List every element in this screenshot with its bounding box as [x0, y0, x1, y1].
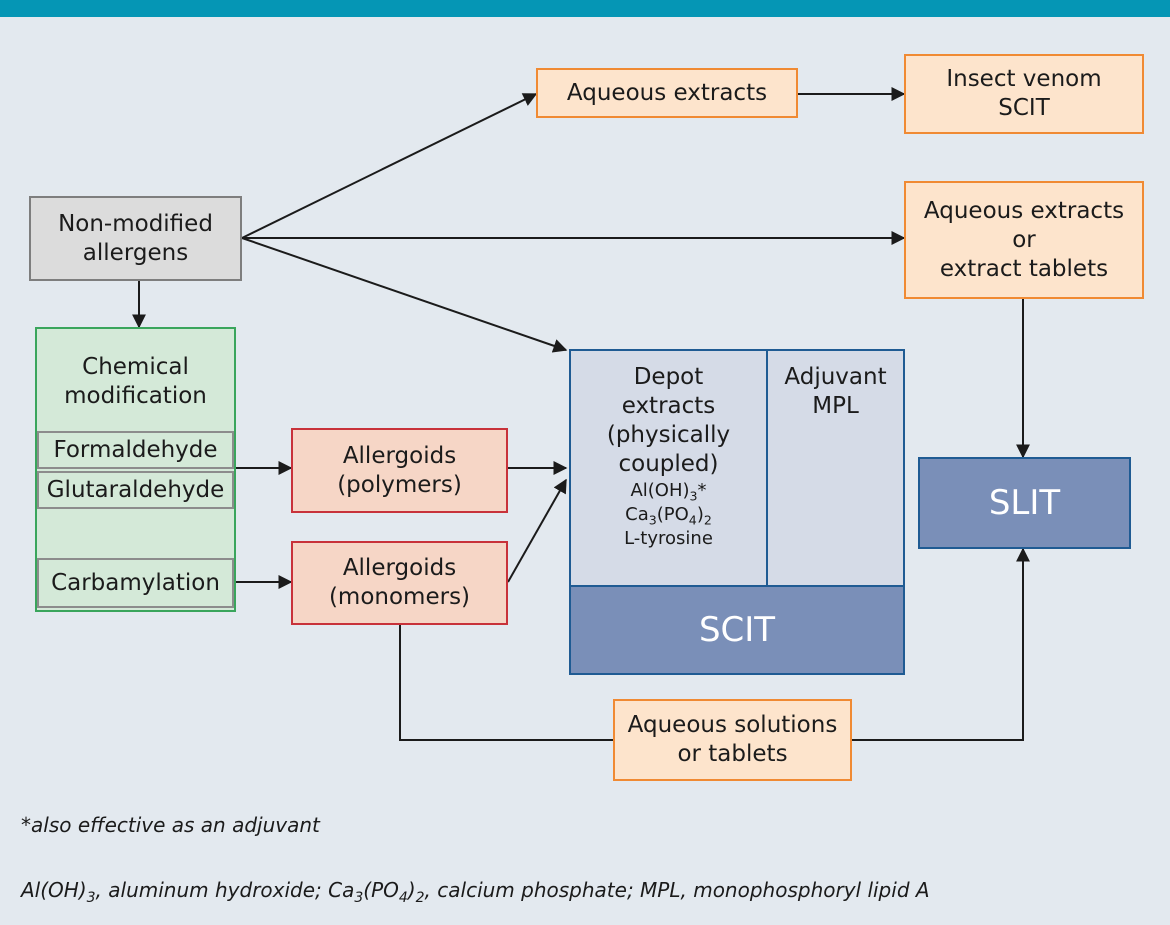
carbamylation-box: Carbamylation: [37, 558, 234, 608]
abbreviations-footnote: Al(OH)3, aluminum hydroxide; Ca3(PO4)2, …: [21, 878, 930, 906]
formaldehyde-label: Formaldehyde: [53, 437, 218, 463]
adjuvant-line1: Adjuvant: [784, 364, 887, 390]
scit-bar: SCIT: [571, 585, 903, 673]
polymers-line2: (polymers): [337, 471, 462, 498]
slit-box: SLIT: [918, 457, 1131, 549]
chemical-modification-line2: modification: [64, 383, 207, 409]
line-monomers-to-solutions: [399, 625, 613, 741]
non-modified-line2: allergens: [82, 239, 189, 266]
glutaraldehyde-box: Glutaraldehyde: [37, 471, 234, 509]
non-modified-allergens-box: Non-modified allergens: [29, 196, 242, 281]
depot-line1: Depot: [633, 364, 704, 390]
aqueous-solutions-line2: or tablets: [677, 741, 788, 767]
depot-line4: coupled): [618, 451, 719, 477]
scit-label: SCIT: [698, 610, 776, 650]
non-modified-line1: Non-modified: [58, 210, 213, 237]
slit-label: SLIT: [988, 483, 1061, 523]
formaldehyde-box: Formaldehyde: [37, 431, 234, 469]
aqueous-extracts-label: Aqueous extracts: [566, 79, 768, 106]
arrow-monomers-to-depot: [507, 478, 567, 583]
allergoids-polymers-box: Allergoids (polymers): [291, 428, 508, 513]
allergoids-monomers-box: Allergoids (monomers): [291, 541, 508, 625]
depot-line3: (physically: [606, 422, 731, 448]
aqueous-tablets-line3: extract tablets: [939, 255, 1109, 282]
adjuvant-line2: MPL: [812, 393, 859, 419]
insect-venom-scit-box: Insect venom SCIT: [904, 54, 1144, 134]
aqueous-extracts-box: Aqueous extracts: [536, 68, 798, 118]
arrow-nonmod-to-aqueous: [241, 93, 538, 239]
insect-venom-line2: SCIT: [998, 95, 1050, 121]
depot-scit-container: Depot extracts (physically coupled) Al(O…: [569, 349, 905, 675]
carbamylation-label: Carbamylation: [51, 570, 220, 596]
l-tyrosine-label: L-tyrosine: [624, 528, 713, 549]
arrow-nonmod-to-depot: [241, 237, 568, 353]
arrow-solutions-to-slit: [852, 547, 1030, 741]
aluminum-hydroxide-label: Al(OH)3*: [630, 480, 707, 504]
adjuvant-mpl-panel: Adjuvant MPL: [768, 351, 903, 585]
asterisk-footnote: *also effective as an adjuvant: [21, 813, 320, 837]
depot-line2: extracts: [621, 393, 716, 419]
calcium-phosphate-label: Ca3(PO4)2: [625, 504, 712, 528]
aqueous-tablets-line2: or: [1012, 226, 1036, 253]
insect-venom-line1: Insect venom: [946, 66, 1102, 92]
chemical-modification-line1: Chemical: [82, 354, 189, 380]
monomers-line2: (monomers): [328, 584, 471, 610]
polymers-line1: Allergoids: [342, 442, 457, 469]
aqueous-tablets-line1: Aqueous extracts: [923, 197, 1125, 224]
aqueous-solutions-line1: Aqueous solutions: [627, 712, 838, 738]
aqueous-solutions-box: Aqueous solutions or tablets: [613, 699, 852, 781]
monomers-line1: Allergoids: [342, 555, 457, 581]
top-accent-bar: [0, 0, 1170, 17]
glutaraldehyde-label: Glutaraldehyde: [46, 477, 225, 503]
aqueous-extracts-or-tablets-box: Aqueous extracts or extract tablets: [904, 181, 1144, 299]
depot-extracts-panel: Depot extracts (physically coupled) Al(O…: [571, 351, 768, 585]
